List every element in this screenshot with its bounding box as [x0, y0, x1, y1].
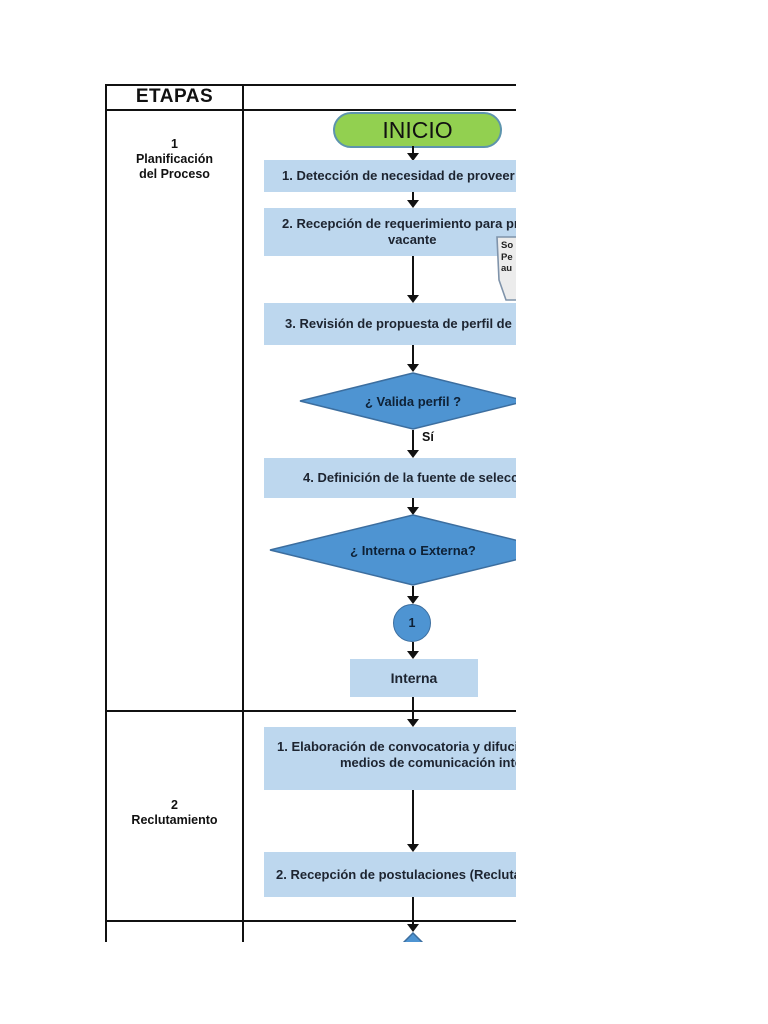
table-left-border — [105, 84, 107, 942]
header-bottom-border — [105, 109, 516, 111]
process-box-2-line1: 2. Recepción de requerimiento para pro — [282, 216, 516, 231]
arrow-shaft — [412, 345, 414, 364]
s2-process-box-1: 1. Elaboración de convocatoria y difució… — [264, 727, 516, 790]
decision1-yes-label: Sí — [422, 430, 434, 444]
arrow-head-icon — [407, 719, 419, 727]
s2-process-box-2: 2. Recepción de postulaciones (Reclutami — [264, 852, 516, 897]
decision3-diamond-partial — [402, 932, 424, 942]
arrow-head-icon — [407, 844, 419, 852]
decision2-text: ¿ Interna o Externa? — [350, 542, 476, 558]
stage1-number: 1 — [171, 137, 178, 151]
stage1-name-line1: Planificación — [135, 152, 214, 166]
stage2-bottom-border — [105, 920, 516, 922]
table-column-divider — [242, 84, 244, 942]
arrow-head-icon — [407, 200, 419, 208]
note-text: So Pe au — [501, 240, 516, 275]
stage1-bottom-border — [105, 710, 516, 712]
arrow-shaft — [412, 790, 414, 844]
arrow-head-icon — [407, 153, 419, 161]
flowchart-page: ETAPAS 1 Planificación del Proceso 2 Rec… — [105, 84, 516, 942]
note-line2: Pe — [501, 251, 513, 263]
stage1-name-line2: del Proceso — [139, 167, 210, 181]
note-line1: So — [501, 240, 514, 251]
process-box-3: 3. Revisión de propuesta de perfil de se… — [264, 303, 516, 345]
arrow-head-icon — [407, 364, 419, 372]
note-shape — [496, 236, 516, 301]
s2-box1-line2: medios de comunicación interna. — [340, 755, 516, 770]
arrow-shaft — [412, 586, 414, 596]
branch-interna-box: Interna — [350, 659, 478, 697]
arrow-head-icon — [407, 295, 419, 303]
arrow-shaft — [412, 642, 414, 651]
table-top-border — [105, 84, 516, 86]
process-box-2: 2. Recepción de requerimiento para pro v… — [264, 208, 516, 256]
arrow-head-icon — [407, 651, 419, 659]
stage2-label: 2 Reclutamiento — [107, 798, 242, 828]
decision1-diamond — [299, 372, 516, 430]
arrow-head-icon — [407, 924, 419, 932]
arrow-shaft — [412, 192, 414, 200]
decision1-text: ¿ Valida perfil ? — [364, 393, 462, 409]
connector-circle: 1 — [393, 604, 431, 642]
process-box-2-line2: vacante — [388, 232, 437, 247]
decision2-diamond — [269, 514, 516, 586]
arrow-shaft — [412, 498, 414, 507]
arrow-head-icon — [407, 596, 419, 604]
start-terminator: INICIO — [333, 112, 502, 148]
arrow-shaft — [412, 430, 414, 450]
arrow-shaft — [412, 897, 414, 924]
arrow-head-icon — [407, 450, 419, 458]
stage2-name-line1: Reclutamiento — [131, 813, 218, 827]
note-line3: au — [501, 263, 513, 274]
arrow-shaft — [412, 146, 414, 153]
process-box-1: 1. Detección de necesidad de proveer va — [264, 160, 516, 192]
arrow-shaft — [412, 256, 414, 295]
s2-box1-line1: 1. Elaboración de convocatoria y difució… — [277, 739, 516, 754]
stage2-number: 2 — [171, 798, 178, 812]
etapas-header: ETAPAS — [135, 86, 214, 107]
stage1-label: 1 Planificación del Proceso — [107, 137, 242, 182]
arrow-shaft — [412, 697, 414, 719]
arrow-head-icon — [407, 507, 419, 515]
process-box-4: 4. Definición de la fuente de selección — [264, 458, 516, 498]
